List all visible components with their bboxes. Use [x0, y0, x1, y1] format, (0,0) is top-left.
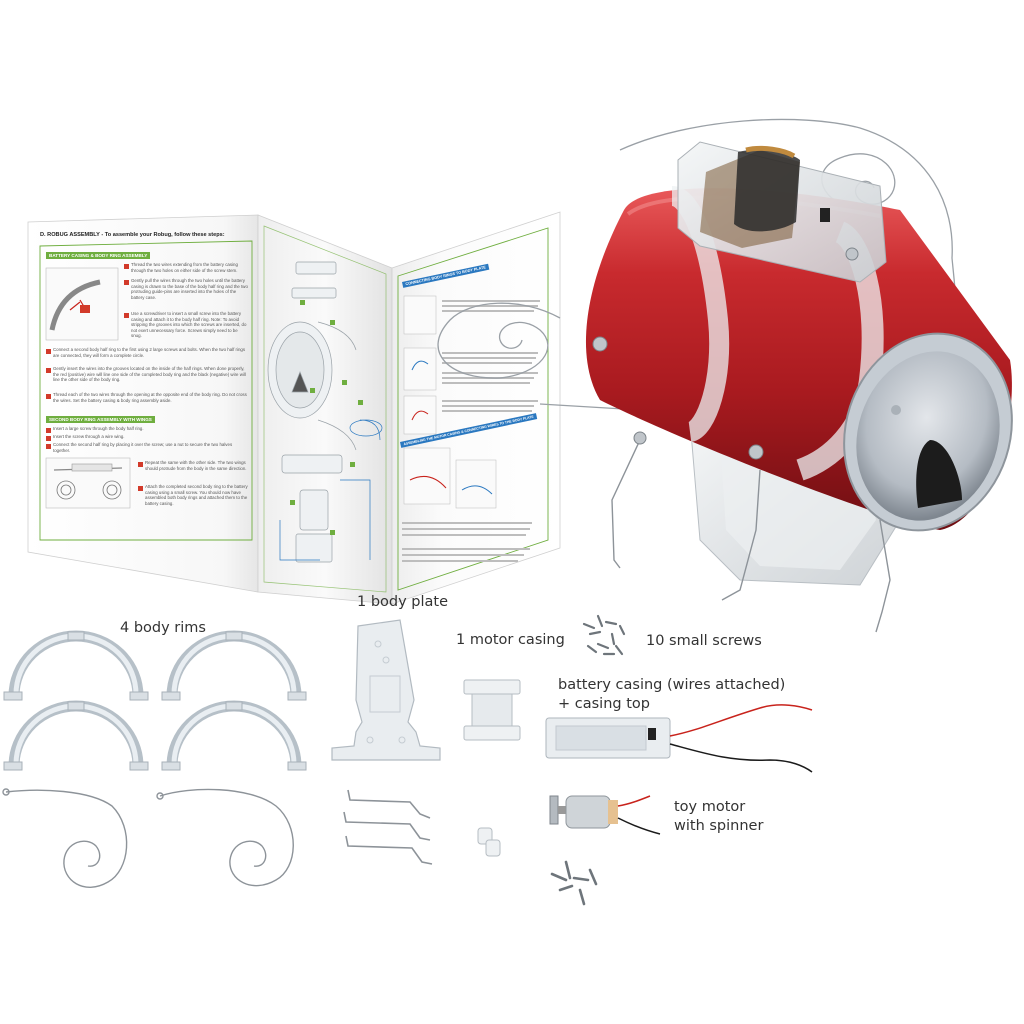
label-motor-line1: toy motor	[674, 799, 746, 815]
spinner-parts	[477, 827, 501, 857]
large-screws-pile	[550, 860, 598, 906]
booklet-step-5: Gently insert the wires into the grooves…	[53, 366, 246, 383]
booklet-step-1: Thread the two wires extending from the …	[131, 262, 238, 273]
booklet-step2-2: Insert the screw through a wire wing.	[53, 434, 125, 439]
booklet-step-3: Use a screwdriver to insert a small scre…	[131, 311, 247, 339]
battery-casing	[545, 704, 813, 773]
booklet-section-1: BATTERY CASING & BODY RING ASSEMBLY	[46, 252, 151, 259]
wire-legs	[343, 789, 433, 865]
booklet-step2-1: Insert a large screw through the body ha…	[53, 426, 144, 431]
label-battery-casing: battery casing (wires attached) + casing…	[558, 676, 785, 714]
label-body-rims: 4 body rims	[120, 620, 206, 636]
body-rims	[8, 630, 302, 767]
booklet-step-4: Connect a second body half ring to the f…	[53, 347, 246, 358]
toy-motor	[549, 795, 661, 835]
label-small-screws: 10 small screws	[646, 633, 762, 649]
label-motor-line2: with spinner	[674, 818, 764, 834]
booklet-heading: D. ROBUG ASSEMBLY - To assemble your Rob…	[40, 232, 225, 238]
booklet-section-2: SECOND BODY RING ASSEMBLY WITH WINGS	[46, 416, 155, 423]
booklet-step-6: Thread each of the two wires through the…	[53, 392, 247, 403]
label-body-plate: 1 body plate	[357, 594, 449, 610]
small-screws-pile	[582, 614, 626, 656]
booklet-step2-3: Connect the second half ring by placing …	[53, 442, 233, 453]
booklet-step3-2: Attach the completed second body ring to…	[145, 484, 248, 506]
label-motor-casing: 1 motor casing	[456, 632, 565, 648]
booklet-step3-1: Repeat the same with the other side. The…	[145, 460, 247, 471]
label-battery-line1: battery casing (wires attached)	[558, 677, 786, 693]
spiral-wings	[2, 788, 294, 888]
motor-casing	[463, 679, 521, 741]
label-battery-line2: + casing top	[558, 696, 650, 712]
label-toy-motor: toy motor with spinner	[674, 798, 763, 836]
booklet-step-2: Gently pull the wires through the two ho…	[131, 278, 248, 300]
body-plate	[331, 619, 441, 761]
